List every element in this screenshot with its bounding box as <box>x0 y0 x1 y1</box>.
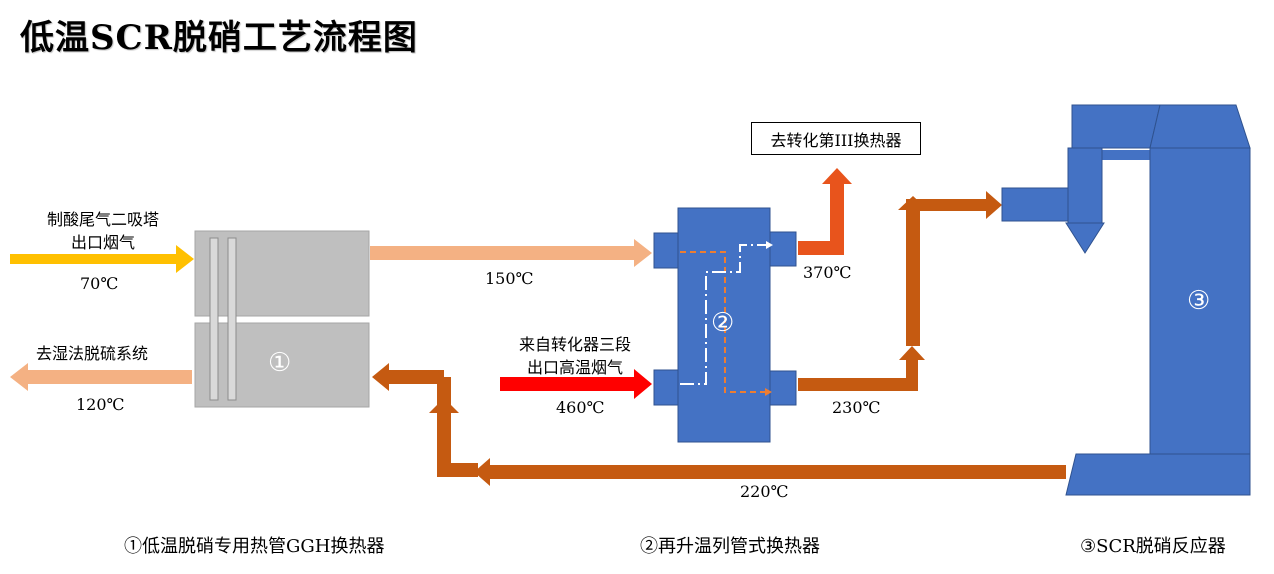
inlet-label-line1: 制酸尾气二吸塔 <box>46 210 159 229</box>
hot-gas-temp: 460℃ <box>556 398 605 417</box>
scr-reactor <box>1001 104 1251 496</box>
reheater-to-scr-arrow <box>798 346 925 391</box>
outlet-temp: 120℃ <box>76 395 125 414</box>
hot-gas-label-line2: 出口高温烟气 <box>526 358 623 377</box>
hot-gas-arrow <box>500 369 652 399</box>
reheater-out-temp: 230℃ <box>832 398 881 417</box>
riser-pipe <box>898 196 928 346</box>
inlet-label-line2: 出口烟气 <box>70 233 135 252</box>
scr-inlet-arrow <box>906 191 1002 219</box>
page-title: 低温SCR脱硝工艺流程图 <box>20 18 418 58</box>
inlet-flow-arrow <box>10 245 194 273</box>
reheater-marker: ② <box>711 308 735 338</box>
caption-reheater: ②再升温列管式换热器 <box>640 536 820 557</box>
return-riser <box>429 398 478 477</box>
return-junction <box>437 377 451 413</box>
inlet-temp: 70℃ <box>80 274 119 293</box>
return-to-ggh-arrow <box>372 363 444 391</box>
to-exchanger-temp: 370℃ <box>803 263 852 282</box>
return-flow-arrow <box>474 458 1066 486</box>
caption-scr: ③SCR脱硝反应器 <box>1080 536 1226 557</box>
outlet-label: 去湿法脱硫系统 <box>36 344 149 363</box>
ggh-heat-exchanger <box>194 230 370 408</box>
outlet-flow-arrow <box>10 363 192 391</box>
hot-gas-label-line1: 来自转化器三段 <box>518 335 631 354</box>
caption-ggh: ①低温脱硝专用热管GGH换热器 <box>124 536 385 557</box>
scr-marker: ③ <box>1187 286 1211 316</box>
ggh-marker: ① <box>268 348 292 378</box>
to-exchanger-label: 去转化第III换热器 <box>751 122 921 155</box>
to-exchanger-arrow <box>798 168 852 255</box>
ggh-to-reheater-arrow <box>370 239 652 267</box>
reheater-exchanger <box>653 207 797 443</box>
return-temp: 220℃ <box>740 482 789 501</box>
ggh-to-reheater-temp: 150℃ <box>485 269 534 288</box>
